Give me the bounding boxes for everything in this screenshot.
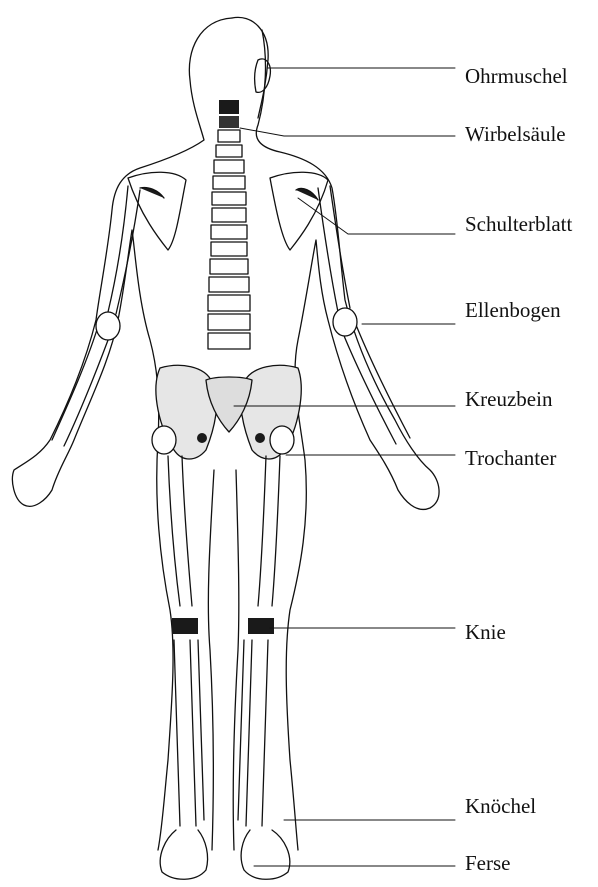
femur-right xyxy=(258,456,280,606)
inner-leg-outline xyxy=(208,470,238,850)
tibia-left xyxy=(174,640,204,826)
label-ellenbogen: Ellenbogen xyxy=(465,300,561,321)
spine xyxy=(208,100,250,349)
leader-lines xyxy=(234,68,455,866)
label-ohrmuschel: Ohrmuschel xyxy=(465,66,568,87)
knee-right xyxy=(248,618,274,634)
label-knie: Knie xyxy=(465,622,506,643)
foot-left xyxy=(160,830,207,879)
label-kreuzbein: Kreuzbein xyxy=(465,389,552,410)
label-trochanter: Trochanter xyxy=(465,448,556,469)
label-ferse: Ferse xyxy=(465,853,511,874)
knee-left xyxy=(172,618,198,634)
scapula-right xyxy=(270,172,328,250)
foot-right xyxy=(241,830,290,879)
label-knoechel: Knöchel xyxy=(465,796,536,817)
label-wirbelsaeule: Wirbelsäule xyxy=(465,124,566,145)
tibia-right xyxy=(238,640,268,826)
femur-left xyxy=(168,456,192,606)
label-schulterblatt: Schulterblatt xyxy=(465,214,572,235)
